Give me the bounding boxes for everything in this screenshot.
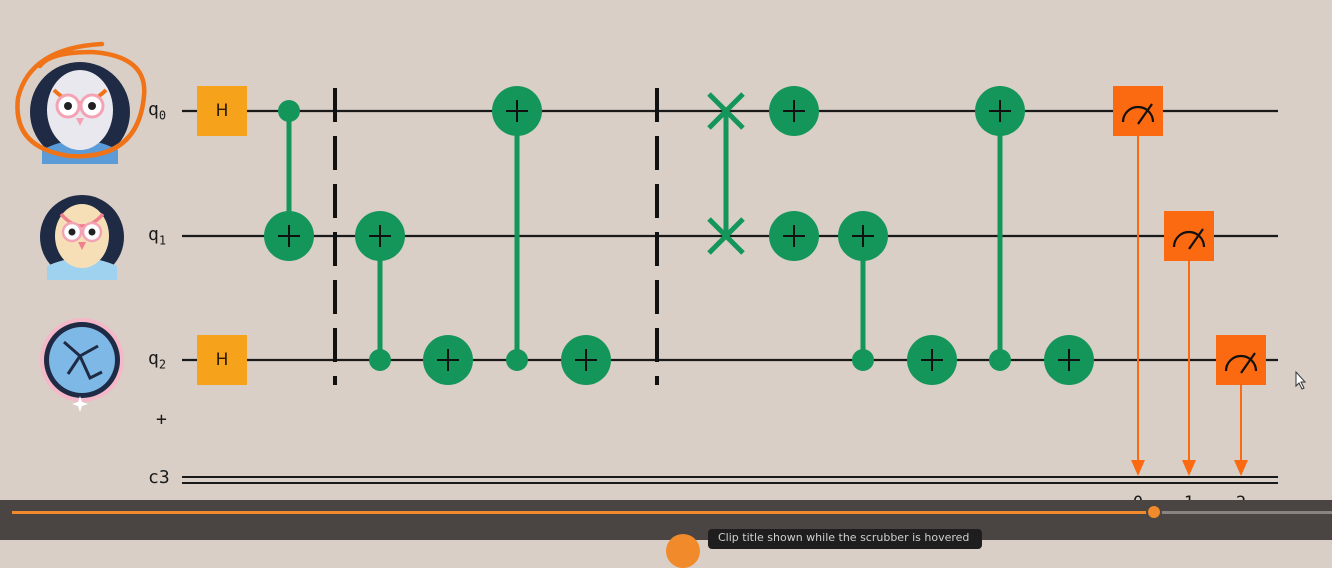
x-gate-q2-c [907, 335, 957, 385]
cracked-orb-icon [40, 318, 124, 412]
cnot-gate-1 [264, 100, 314, 261]
cnot-gate-5 [975, 86, 1025, 371]
mouse-cursor-icon [1295, 370, 1307, 390]
x-gate-q2-d [1044, 335, 1094, 385]
measure-gate-q2 [1216, 335, 1266, 476]
x-gate-q1-a [769, 211, 819, 261]
cnot-gate-4 [838, 211, 888, 371]
classical-bit-label-2: 2 [1236, 493, 1246, 500]
qubit-label-q2: q2 [148, 348, 167, 372]
classical-register-label: c3 [148, 467, 170, 488]
x-gate-q2-a [423, 335, 473, 385]
cnot-gate-2 [355, 211, 405, 371]
owl-avatar-q1 [39, 194, 125, 280]
orange-annotation-scribble [15, 41, 147, 159]
h-gate-q0[interactable]: H [197, 86, 247, 136]
owl-avatar-icon [40, 195, 124, 280]
owl-avatar-q0 [28, 60, 132, 164]
classical-bit-label-0: 0 [1133, 493, 1143, 500]
hover-tooltip: Clip title shown while the scrubber is h… [708, 529, 982, 549]
x-gate-q2-b [561, 335, 611, 385]
circuit-canvas: 0 1 2 [182, 86, 1307, 513]
channel-avatar[interactable] [666, 534, 700, 568]
qubit-label-q1: q1 [148, 224, 167, 248]
measure-gate-q1 [1164, 211, 1214, 476]
add-qubit-button[interactable]: + [156, 409, 167, 430]
video-control-bar [0, 500, 1332, 540]
circuit-diagram: 0 1 2 [15, 41, 1307, 513]
h-gate-q2[interactable]: H [197, 335, 247, 385]
cracked-orb-avatar-q2 [38, 316, 126, 412]
swap-gate [707, 92, 745, 255]
x-gate-q0-a [769, 86, 819, 136]
progress-fill [12, 511, 1154, 514]
progress-scrubber-handle[interactable] [1148, 506, 1160, 518]
measure-gate-q0 [1113, 86, 1163, 476]
cnot-gate-3 [492, 86, 542, 371]
owl-avatar-icon [30, 62, 130, 164]
classical-bit-label-1: 1 [1184, 493, 1194, 500]
qubit-label-q0: q0 [148, 99, 167, 123]
